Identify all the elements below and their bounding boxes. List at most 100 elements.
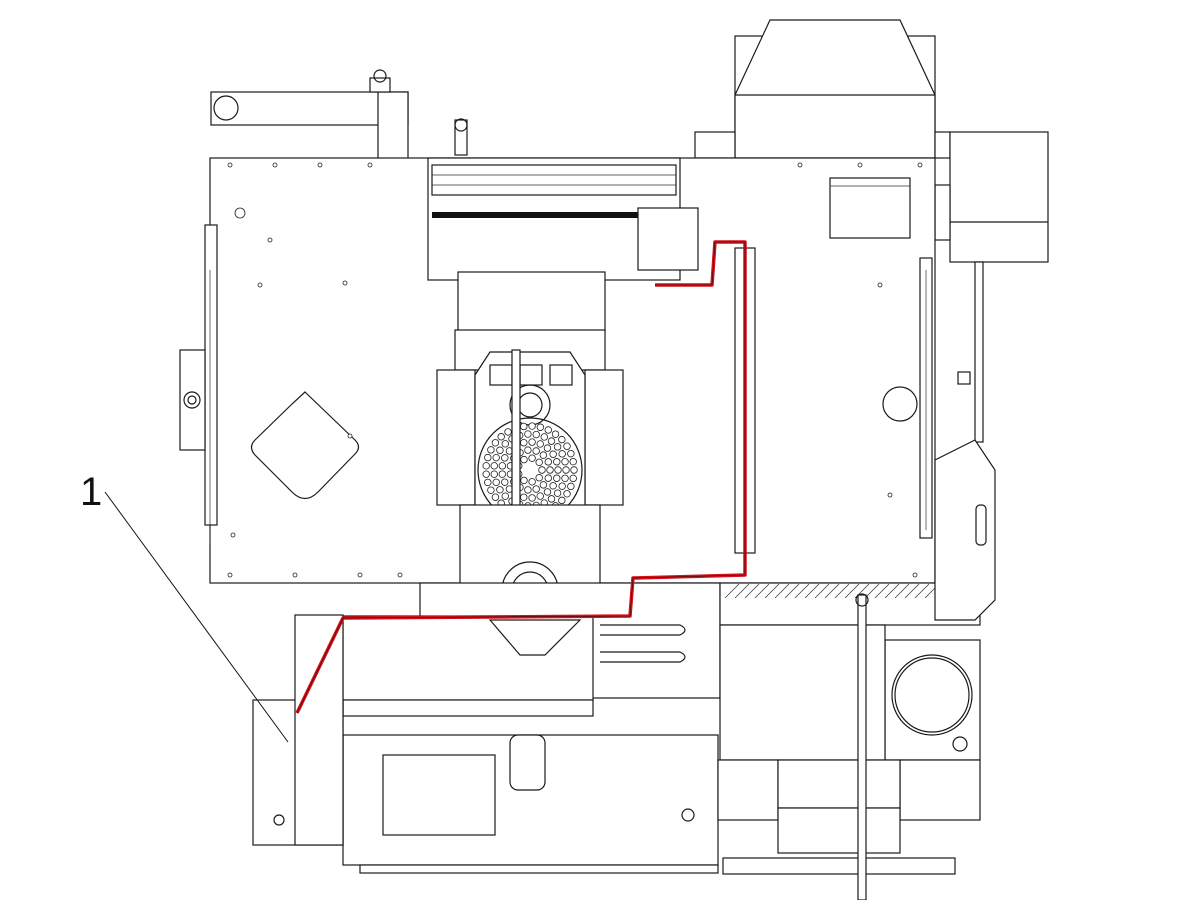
fan-hole xyxy=(490,462,498,470)
fan-hole xyxy=(498,470,507,478)
hatch-line xyxy=(864,583,880,599)
fan-hole xyxy=(539,451,548,459)
fan-hole xyxy=(553,458,561,466)
fan-hole xyxy=(501,454,509,462)
fan-hole xyxy=(524,486,532,494)
top-hopper xyxy=(694,19,951,159)
hatch-line xyxy=(884,583,900,599)
fan-hole xyxy=(528,494,536,502)
fan-hole xyxy=(532,485,540,493)
fan-hole xyxy=(492,453,500,462)
fan-hole xyxy=(487,486,495,494)
fan-hole xyxy=(536,492,544,500)
fan-hole xyxy=(520,422,528,431)
fan-hole xyxy=(567,449,575,458)
fan-hole xyxy=(482,462,490,470)
hatch-line xyxy=(904,583,920,599)
hatch-line xyxy=(824,583,840,599)
fan-hole xyxy=(567,482,575,491)
center-top-assembly xyxy=(427,118,699,371)
fan-hole xyxy=(528,478,536,486)
fan-hole xyxy=(558,450,566,458)
fan-hole xyxy=(553,443,562,451)
fan-hole xyxy=(546,466,554,474)
hatch-line xyxy=(774,583,790,599)
right-side-box xyxy=(934,131,1049,443)
fan-hole xyxy=(524,430,532,438)
fan-hole xyxy=(532,447,540,455)
fan-hole xyxy=(562,466,570,474)
hatch-line xyxy=(834,583,850,599)
fan-hole xyxy=(484,478,492,487)
fan-hole xyxy=(553,489,562,497)
fan-hole xyxy=(501,440,509,448)
fan-hole xyxy=(484,453,492,462)
fan-hole xyxy=(528,454,536,462)
rivets xyxy=(227,162,923,578)
fan-hole xyxy=(492,478,500,487)
fan-hole xyxy=(535,458,543,466)
right-lower-section xyxy=(717,439,996,900)
fan-hole xyxy=(569,474,577,483)
fan-hole xyxy=(482,470,490,478)
fan-hole xyxy=(491,493,500,501)
fan-hole xyxy=(558,435,566,444)
hatch-line xyxy=(894,583,910,599)
fan-hole xyxy=(563,442,571,450)
fan-hole xyxy=(551,430,560,438)
fan-hole xyxy=(549,450,557,458)
fan-hole xyxy=(544,458,552,466)
fan-hole xyxy=(569,457,577,466)
fan-hole xyxy=(563,490,571,498)
fan-hole xyxy=(547,437,556,445)
fan-hole xyxy=(491,439,500,447)
center-core xyxy=(436,349,624,696)
fan-hole xyxy=(553,474,561,482)
fan-hole xyxy=(543,444,552,452)
fan-hole xyxy=(497,433,505,441)
fan-hole xyxy=(504,428,512,436)
fan-hole xyxy=(558,482,566,490)
hatch-line xyxy=(784,583,800,599)
fan-hole xyxy=(520,439,528,447)
hatch-line xyxy=(744,583,760,599)
hatching xyxy=(724,583,980,599)
fan-hole xyxy=(538,466,546,474)
fan-hole xyxy=(520,455,528,464)
hatch-line xyxy=(874,583,890,599)
fan-hole xyxy=(535,474,543,482)
fan-hole xyxy=(524,446,532,454)
fan-hole xyxy=(543,488,552,496)
fan-hole xyxy=(561,474,569,483)
fan-hole xyxy=(570,466,578,474)
hatch-line xyxy=(814,583,830,599)
callout-leader-line xyxy=(104,491,289,743)
hatch-line xyxy=(764,583,780,599)
hatch-line xyxy=(724,583,740,599)
hatch-line xyxy=(804,583,820,599)
fan-hole xyxy=(501,478,509,486)
fan-hole xyxy=(496,446,504,454)
fan-hole xyxy=(558,496,566,505)
fan-hole xyxy=(528,422,536,430)
fan-hole xyxy=(539,481,548,489)
fan-hole xyxy=(561,457,569,466)
fan-hole xyxy=(528,438,536,446)
hatch-line xyxy=(734,583,750,599)
lower-housing xyxy=(342,582,721,874)
fan-hole xyxy=(520,493,528,501)
fan-hole xyxy=(532,430,540,439)
fan-hole xyxy=(547,495,556,503)
fan-hole xyxy=(544,474,552,482)
fan-hole xyxy=(520,476,528,485)
fan-hole xyxy=(540,433,548,441)
fan-hole xyxy=(501,492,509,500)
fan-hole xyxy=(536,440,544,448)
fan-hole xyxy=(498,462,507,470)
fan-hole xyxy=(496,486,504,494)
fan-hole xyxy=(544,426,552,434)
fan-hole xyxy=(549,482,557,490)
fan-hole xyxy=(490,470,498,478)
